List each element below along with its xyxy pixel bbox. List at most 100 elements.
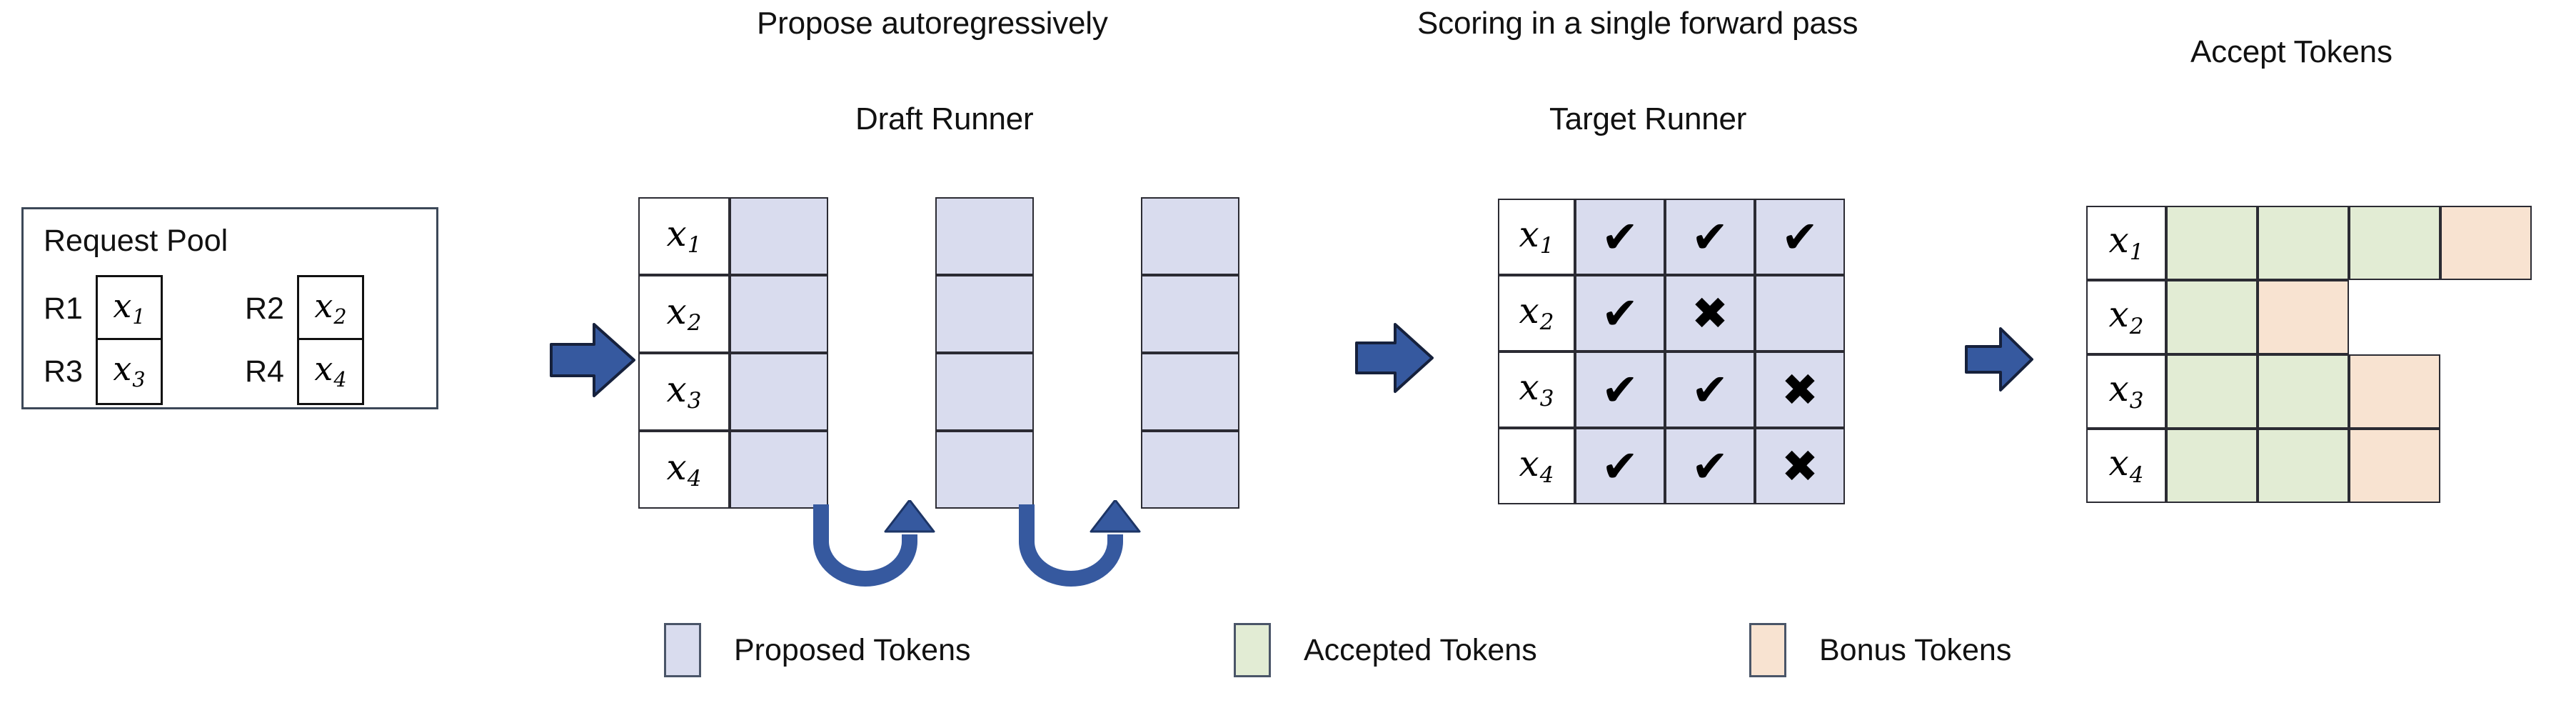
accept-cell-r3-c3-orange	[2349, 354, 2440, 429]
draft-proposed-cell-r4-s2	[935, 431, 1034, 509]
legend-item-accepted: Accepted Tokens	[1234, 623, 1537, 677]
accept-cell-r3-c1-green	[2166, 354, 2258, 429]
accept-row-label-x2: x2	[2086, 280, 2166, 354]
draft-runner-grid: x1 x2 x3 x4	[638, 197, 1239, 509]
request-label-r3: R3	[44, 354, 83, 389]
target-runner-row: x2 ✔ ✖	[1498, 275, 1845, 352]
draft-proposed-cell-r2-s3	[1141, 275, 1239, 353]
draft-proposed-cell-r4-s3	[1141, 431, 1239, 509]
accept-tokens-grid: x1 x2 x3 x4	[2086, 206, 2532, 503]
check-icon: ✔	[1601, 210, 1639, 263]
accept-cell-r4-c3-orange	[2349, 429, 2440, 503]
draft-runner-row: x2	[638, 275, 1239, 353]
check-icon: ✔	[1601, 439, 1639, 492]
token-x3: x3	[113, 349, 146, 392]
check-icon: ✔	[1691, 210, 1729, 263]
legend-swatch-accepted-tokens	[1234, 623, 1271, 677]
target-score-cell-r2-c3-blank	[1755, 275, 1845, 352]
target-row-label-x1: x1	[1498, 199, 1575, 275]
request-token-box-r4: x4	[296, 338, 364, 405]
cross-icon: ✖	[1781, 439, 1818, 492]
check-icon: ✔	[1691, 363, 1729, 416]
token-x1: x1	[666, 212, 702, 259]
token-x4: x4	[2108, 442, 2144, 488]
legend: Proposed Tokens Accepted Tokens Bonus To…	[0, 616, 2576, 687]
legend-item-proposed: Proposed Tokens	[664, 623, 971, 677]
request-label-r4: R4	[245, 354, 284, 389]
request-label-r2: R2	[245, 291, 284, 326]
request-item-r1: R1 x1	[44, 275, 163, 342]
token-x3: x3	[1519, 366, 1554, 412]
target-score-cell-r1-c3-check: ✔	[1755, 199, 1845, 275]
request-token-box-r2: x2	[296, 275, 364, 342]
target-score-cell-r3-c2-check: ✔	[1665, 352, 1755, 428]
cross-icon: ✖	[1691, 286, 1729, 339]
request-token-box-r1: x1	[95, 275, 163, 342]
heading-accept-tokens: Accept Tokens	[2190, 34, 2393, 69]
accept-cell-r4-c2-green	[2258, 429, 2349, 503]
accept-tokens-row: x3	[2086, 354, 2532, 429]
token-x4: x4	[314, 349, 347, 392]
token-x1: x1	[113, 286, 146, 329]
target-row-label-x3: x3	[1498, 352, 1575, 428]
target-score-cell-r3-c1-check: ✔	[1575, 352, 1665, 428]
check-icon: ✔	[1781, 210, 1818, 263]
accept-cell-r1-c4-orange	[2440, 206, 2532, 280]
check-icon: ✔	[1691, 439, 1729, 492]
flow-arrow-target-to-accept	[1965, 325, 2033, 394]
accept-cell-r1-c2-green	[2258, 206, 2349, 280]
draft-proposed-cell-r2-s2	[935, 275, 1034, 353]
draft-proposed-cell-r2-s1	[730, 275, 828, 353]
check-icon: ✔	[1601, 286, 1639, 339]
accept-cell-r3-c2-green	[2258, 354, 2349, 429]
accept-cell-r1-c1-green	[2166, 206, 2258, 280]
token-x2: x2	[1519, 289, 1554, 336]
flow-arrow-pool-to-draft	[550, 320, 635, 400]
target-score-cell-r2-c1-check: ✔	[1575, 275, 1665, 352]
target-score-cell-r3-c3-cross: ✖	[1755, 352, 1845, 428]
draft-row-label-x1: x1	[638, 197, 730, 275]
accept-tokens-row: x2	[2086, 280, 2532, 354]
legend-swatch-proposed-tokens	[664, 623, 701, 677]
accept-row-label-x4: x4	[2086, 429, 2166, 503]
heading-scoring-single-forward-pass: Scoring in a single forward pass	[1417, 6, 1858, 41]
heading-target-runner: Target Runner	[1549, 101, 1747, 136]
legend-label-bonus-tokens: Bonus Tokens	[1819, 632, 2012, 667]
token-x3: x3	[666, 368, 702, 414]
target-score-cell-r4-c2-check: ✔	[1665, 428, 1755, 504]
loop-arrow-step2-to-step3	[1012, 499, 1191, 594]
request-pool-title: Request Pool	[44, 224, 228, 258]
flow-arrow-draft-to-target	[1355, 320, 1434, 396]
request-pool-panel: Request Pool R1 x1 R2 x2 R3 x3 R4 x4	[21, 207, 438, 409]
accept-cell-r4-c1-green	[2166, 429, 2258, 503]
heading-propose-autoregressively: Propose autoregressively	[757, 6, 1108, 41]
token-x2: x2	[314, 286, 347, 329]
token-x1: x1	[2108, 219, 2144, 265]
request-item-r2: R2 x2	[245, 275, 364, 342]
request-item-r3: R3 x3	[44, 338, 163, 405]
draft-row-label-x2: x2	[638, 275, 730, 353]
accept-tokens-row: x1	[2086, 206, 2532, 280]
draft-row-label-x3: x3	[638, 353, 730, 431]
cross-icon: ✖	[1781, 363, 1818, 416]
draft-proposed-cell-r3-s2	[935, 353, 1034, 431]
target-row-label-x2: x2	[1498, 275, 1575, 352]
target-score-cell-r4-c1-check: ✔	[1575, 428, 1665, 504]
target-score-cell-r4-c3-cross: ✖	[1755, 428, 1845, 504]
accept-row-label-x3: x3	[2086, 354, 2166, 429]
accept-row-label-x1: x1	[2086, 206, 2166, 280]
token-x3: x3	[2108, 368, 2144, 414]
legend-label-proposed-tokens: Proposed Tokens	[734, 632, 971, 667]
draft-proposed-cell-r1-s2	[935, 197, 1034, 275]
token-x4: x4	[666, 446, 702, 492]
target-score-cell-r1-c2-check: ✔	[1665, 199, 1755, 275]
target-runner-grid: x1 ✔ ✔ ✔ x2 ✔ ✖ x3 ✔ ✔ ✖ x4 ✔ ✔ ✖	[1498, 199, 1845, 504]
token-x4: x4	[1519, 442, 1554, 489]
accept-tokens-row: x4	[2086, 429, 2532, 503]
draft-proposed-cell-r3-s1	[730, 353, 828, 431]
draft-runner-row: x4	[638, 431, 1239, 509]
draft-proposed-cell-r4-s1	[730, 431, 828, 509]
legend-label-accepted-tokens: Accepted Tokens	[1304, 632, 1537, 667]
accept-cell-r2-c1-green	[2166, 280, 2258, 354]
